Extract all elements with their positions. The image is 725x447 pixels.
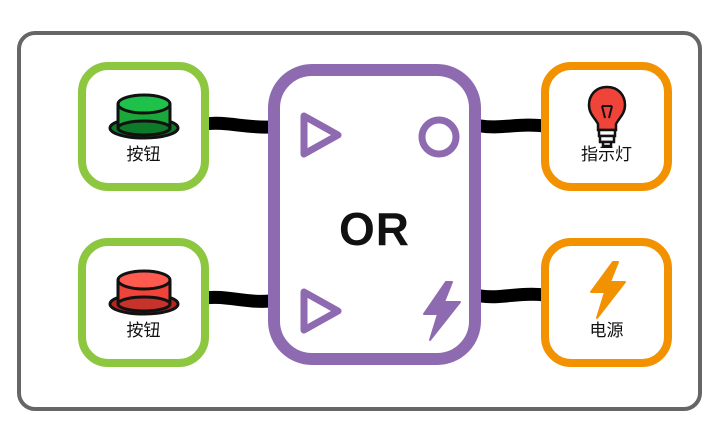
input-module-top: 按钮 bbox=[78, 62, 209, 191]
orange-lightning-icon bbox=[549, 260, 664, 320]
or-gate: OR bbox=[268, 64, 481, 365]
input-module-bottom: 按钮 bbox=[78, 238, 209, 367]
green-button-icon bbox=[86, 84, 201, 144]
output-label-top: 指示灯 bbox=[581, 145, 632, 165]
wire-output-top bbox=[474, 118, 552, 134]
gate-label: OR bbox=[339, 203, 410, 255]
input-label-bottom: 按钮 bbox=[126, 321, 161, 341]
triangle-input-icon bbox=[300, 112, 342, 158]
output-module-bottom: 电源 bbox=[541, 238, 672, 367]
wire-input-bottom bbox=[198, 290, 277, 308]
lightning-icon bbox=[423, 281, 461, 341]
red-button-icon bbox=[86, 260, 201, 320]
wire-output-bottom bbox=[474, 287, 552, 304]
output-module-top: 指示灯 bbox=[541, 62, 672, 191]
wire-input-top bbox=[198, 116, 277, 134]
triangle-input-icon bbox=[300, 288, 342, 334]
output-label-bottom: 电源 bbox=[589, 321, 624, 341]
circle-output-icon bbox=[418, 116, 460, 158]
input-label-top: 按钮 bbox=[126, 145, 161, 165]
red-bulb-icon bbox=[549, 84, 664, 148]
